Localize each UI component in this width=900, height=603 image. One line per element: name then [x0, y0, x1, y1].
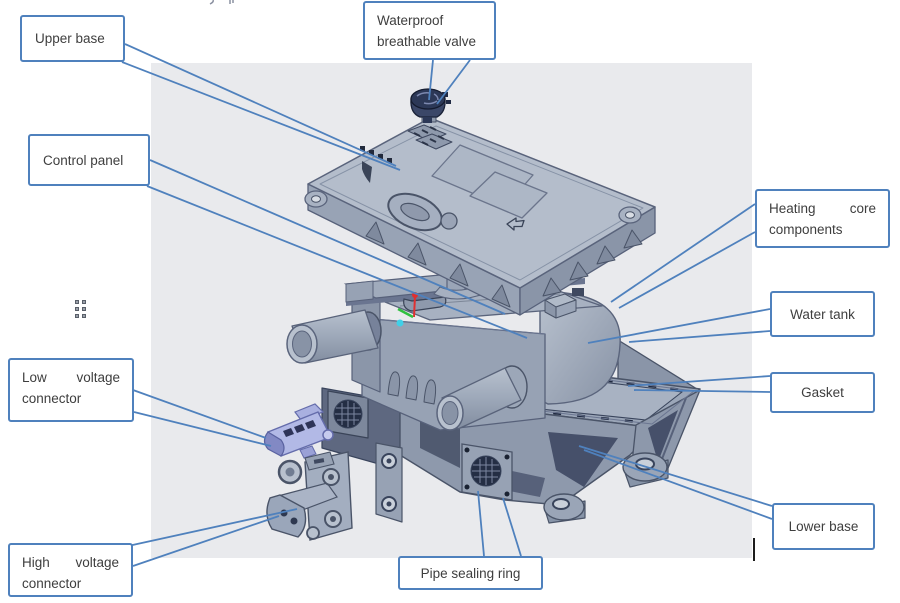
- object-drag-handle[interactable]: [75, 300, 89, 321]
- callout-label: Pipe sealing ring: [420, 565, 521, 581]
- callout-water-tank[interactable]: Water tank: [770, 291, 875, 337]
- callout-label: Gasket: [801, 385, 844, 400]
- callout-label-word: core: [849, 201, 876, 216]
- callout-label-line2: connector: [22, 576, 82, 591]
- callout-high-voltage-connector[interactable]: High voltage connector: [8, 543, 133, 597]
- callout-label-word: High: [22, 555, 50, 570]
- callout-upper-base[interactable]: Upper base: [20, 15, 125, 62]
- water-tank-part: [286, 287, 621, 431]
- callout-pipe-sealing-ring[interactable]: Pipe sealing ring: [398, 556, 543, 590]
- callout-label: Control panel: [43, 152, 124, 168]
- callout-label-word: voltage: [76, 370, 120, 385]
- lower-base-leader: [578, 445, 773, 520]
- control-panel-leader: [146, 159, 528, 339]
- pipe-sealing-ring-part: [461, 443, 513, 501]
- callout-heating-core-components[interactable]: Heating core components: [755, 189, 890, 248]
- callout-lower-base[interactable]: Lower base: [772, 503, 875, 550]
- callout-label-line2: connector: [22, 391, 82, 406]
- upper-base-part: [304, 111, 656, 316]
- callout-label-line2: components: [769, 222, 843, 237]
- water-tank-leader: [587, 308, 771, 344]
- low-voltage-connector-leader: [132, 389, 272, 447]
- callout-label: Water tank: [790, 306, 855, 322]
- callout-label-word: Low: [22, 370, 47, 385]
- callout-label-line1: Waterproof: [377, 13, 444, 28]
- upper-base-leader: [121, 43, 401, 171]
- clipped-top-marks: [209, 0, 234, 5]
- waterproof-breathable-valve-leader: [428, 59, 471, 105]
- text-cursor: [753, 538, 755, 561]
- callout-control-panel[interactable]: Control panel: [28, 134, 150, 186]
- callout-label-line2: breathable valve: [377, 34, 477, 49]
- callout-waterproof-breathable-valve[interactable]: Waterproof breathable valve: [363, 1, 496, 60]
- heating-core-components-leader: [610, 203, 756, 309]
- callout-label: Upper base: [35, 31, 105, 46]
- callout-gasket[interactable]: Gasket: [770, 372, 875, 413]
- callout-label-word: Heating: [769, 201, 816, 216]
- callout-low-voltage-connector[interactable]: Low voltage connector: [8, 358, 134, 422]
- callout-label: Lower base: [788, 519, 859, 534]
- axis-triad: [396, 292, 418, 327]
- callout-label-word: voltage: [75, 555, 119, 570]
- low-voltage-connector-part: [263, 403, 334, 459]
- high-voltage-connector-part: [266, 451, 353, 541]
- gasket-leader: [627, 375, 771, 393]
- high-voltage-connector-leader: [127, 508, 298, 567]
- pipe-sealing-ring-leader: [477, 490, 522, 557]
